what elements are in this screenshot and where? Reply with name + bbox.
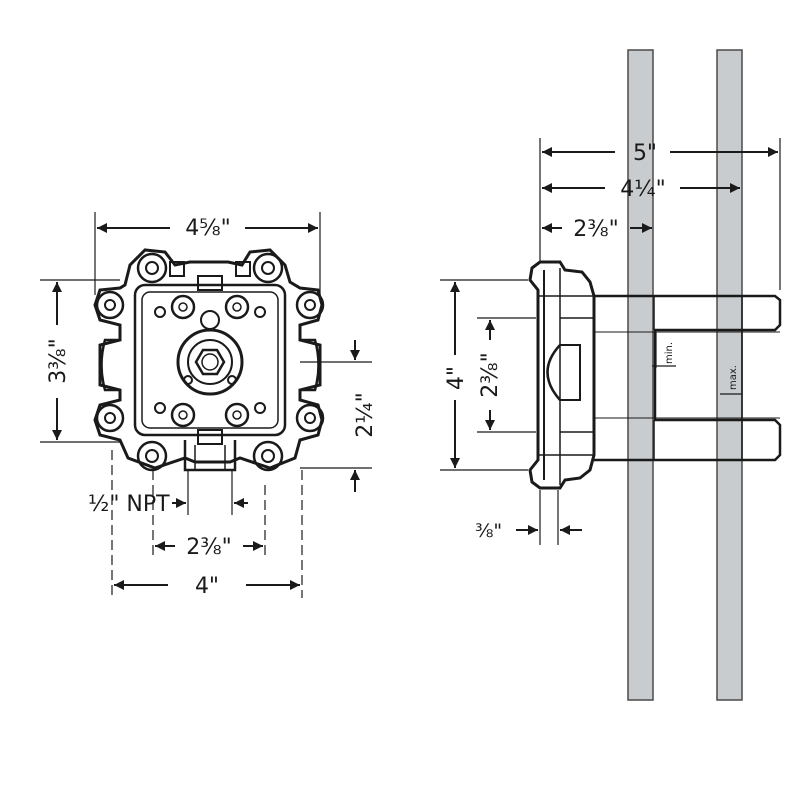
dim-overall-depth: 5" xyxy=(633,141,657,166)
dim-outlet-offset: 2¼" xyxy=(353,392,378,437)
dim-height-left: 3⅜" xyxy=(46,338,71,383)
dim-npt-label: ½" NPT xyxy=(88,492,170,517)
wall-min-label: min. xyxy=(664,342,675,364)
wall-max-label: max. xyxy=(728,365,739,390)
dim-width-top: 4⅝" xyxy=(185,216,230,241)
dim-flange-thickness: ⅜" xyxy=(475,520,502,542)
front-view-dimensions: 4⅝" 3⅜" 2¼" ½" NPT 2⅜" 4" xyxy=(40,212,378,599)
dim-height-inner: 2⅜" xyxy=(478,352,503,397)
wall-stud-right xyxy=(716,49,743,701)
wall-thickness-labels: min. max. xyxy=(652,332,743,395)
dim-port-spacing: 2⅜" xyxy=(186,535,231,560)
dim-height-outer: 4" xyxy=(444,366,469,390)
dim-max-depth: 4¼" xyxy=(620,177,665,202)
wall-studs xyxy=(627,49,743,701)
valve-body-side-view xyxy=(528,260,782,490)
wall-stud-left xyxy=(627,49,654,701)
dim-min-depth: 2⅜" xyxy=(573,217,618,242)
side-view-dimensions: 5" 4¼" 2⅜" 4" 2⅜" ⅜" xyxy=(440,138,781,545)
valve-body-front-view xyxy=(93,248,325,472)
dim-width-bottom: 4" xyxy=(195,574,219,599)
